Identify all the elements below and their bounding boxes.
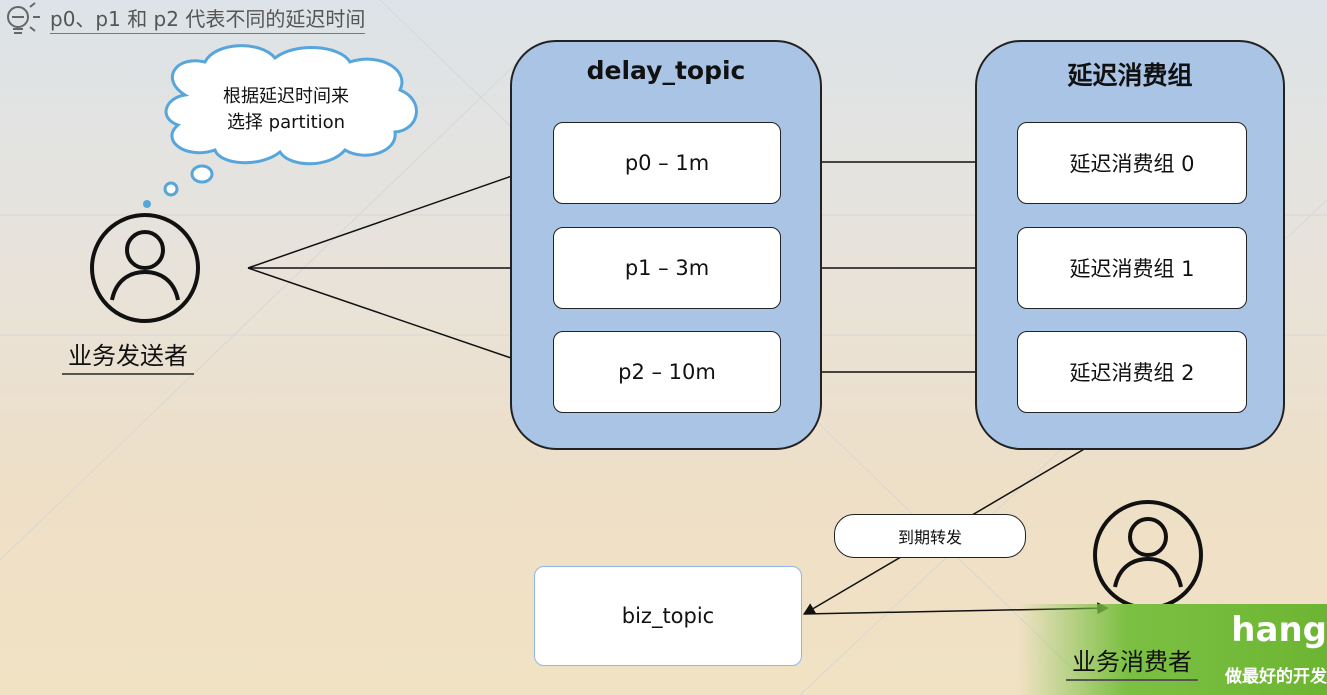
thought-dot	[143, 200, 151, 208]
consumer-label-wrap: 业务消费者	[1066, 642, 1198, 681]
consumer-user-icon	[1093, 500, 1203, 610]
thought-cloud	[163, 44, 418, 197]
thought-bubble-text: 根据延迟时间来 选择 partition	[186, 84, 386, 136]
partition-p1: p1 – 3m	[553, 227, 781, 309]
consumer-group-1: 延迟消费组 1	[1017, 227, 1247, 309]
lightbulb-icon	[7, 2, 40, 34]
thought-line-2: 选择 partition	[226, 112, 346, 133]
page-title: p0、p1 和 p2 代表不同的延迟时间	[50, 3, 366, 34]
partition-p2: p2 – 10m	[553, 331, 781, 413]
consumer-label: 业务消费者	[1066, 648, 1198, 681]
header: p0、p1 和 p2 代表不同的延迟时间	[0, 0, 366, 36]
producer-label-wrap: 业务发送者	[62, 336, 194, 375]
producer-arrows	[247, 159, 554, 375]
consumer-group-0: 延迟消费组 0	[1017, 122, 1247, 204]
biz-topic-node: biz_topic	[534, 566, 802, 666]
partition-p0: p0 – 1m	[553, 122, 781, 204]
thought-line-1: 根据延迟时间来	[223, 86, 349, 107]
producer-label: 业务发送者	[62, 342, 194, 375]
delay-topic-title: delay_topic	[586, 56, 746, 85]
consumer-groups-title: 延迟消费组	[1067, 61, 1193, 90]
consumer-group-2: 延迟消费组 2	[1017, 331, 1247, 413]
producer-user-icon	[90, 213, 200, 323]
watermark-subtext: 做最好的开发	[1225, 667, 1327, 687]
forward-label: 到期转发	[834, 514, 1026, 558]
watermark-text: hang	[1231, 610, 1327, 650]
watermark: hang 做最好的开发	[1018, 604, 1327, 695]
